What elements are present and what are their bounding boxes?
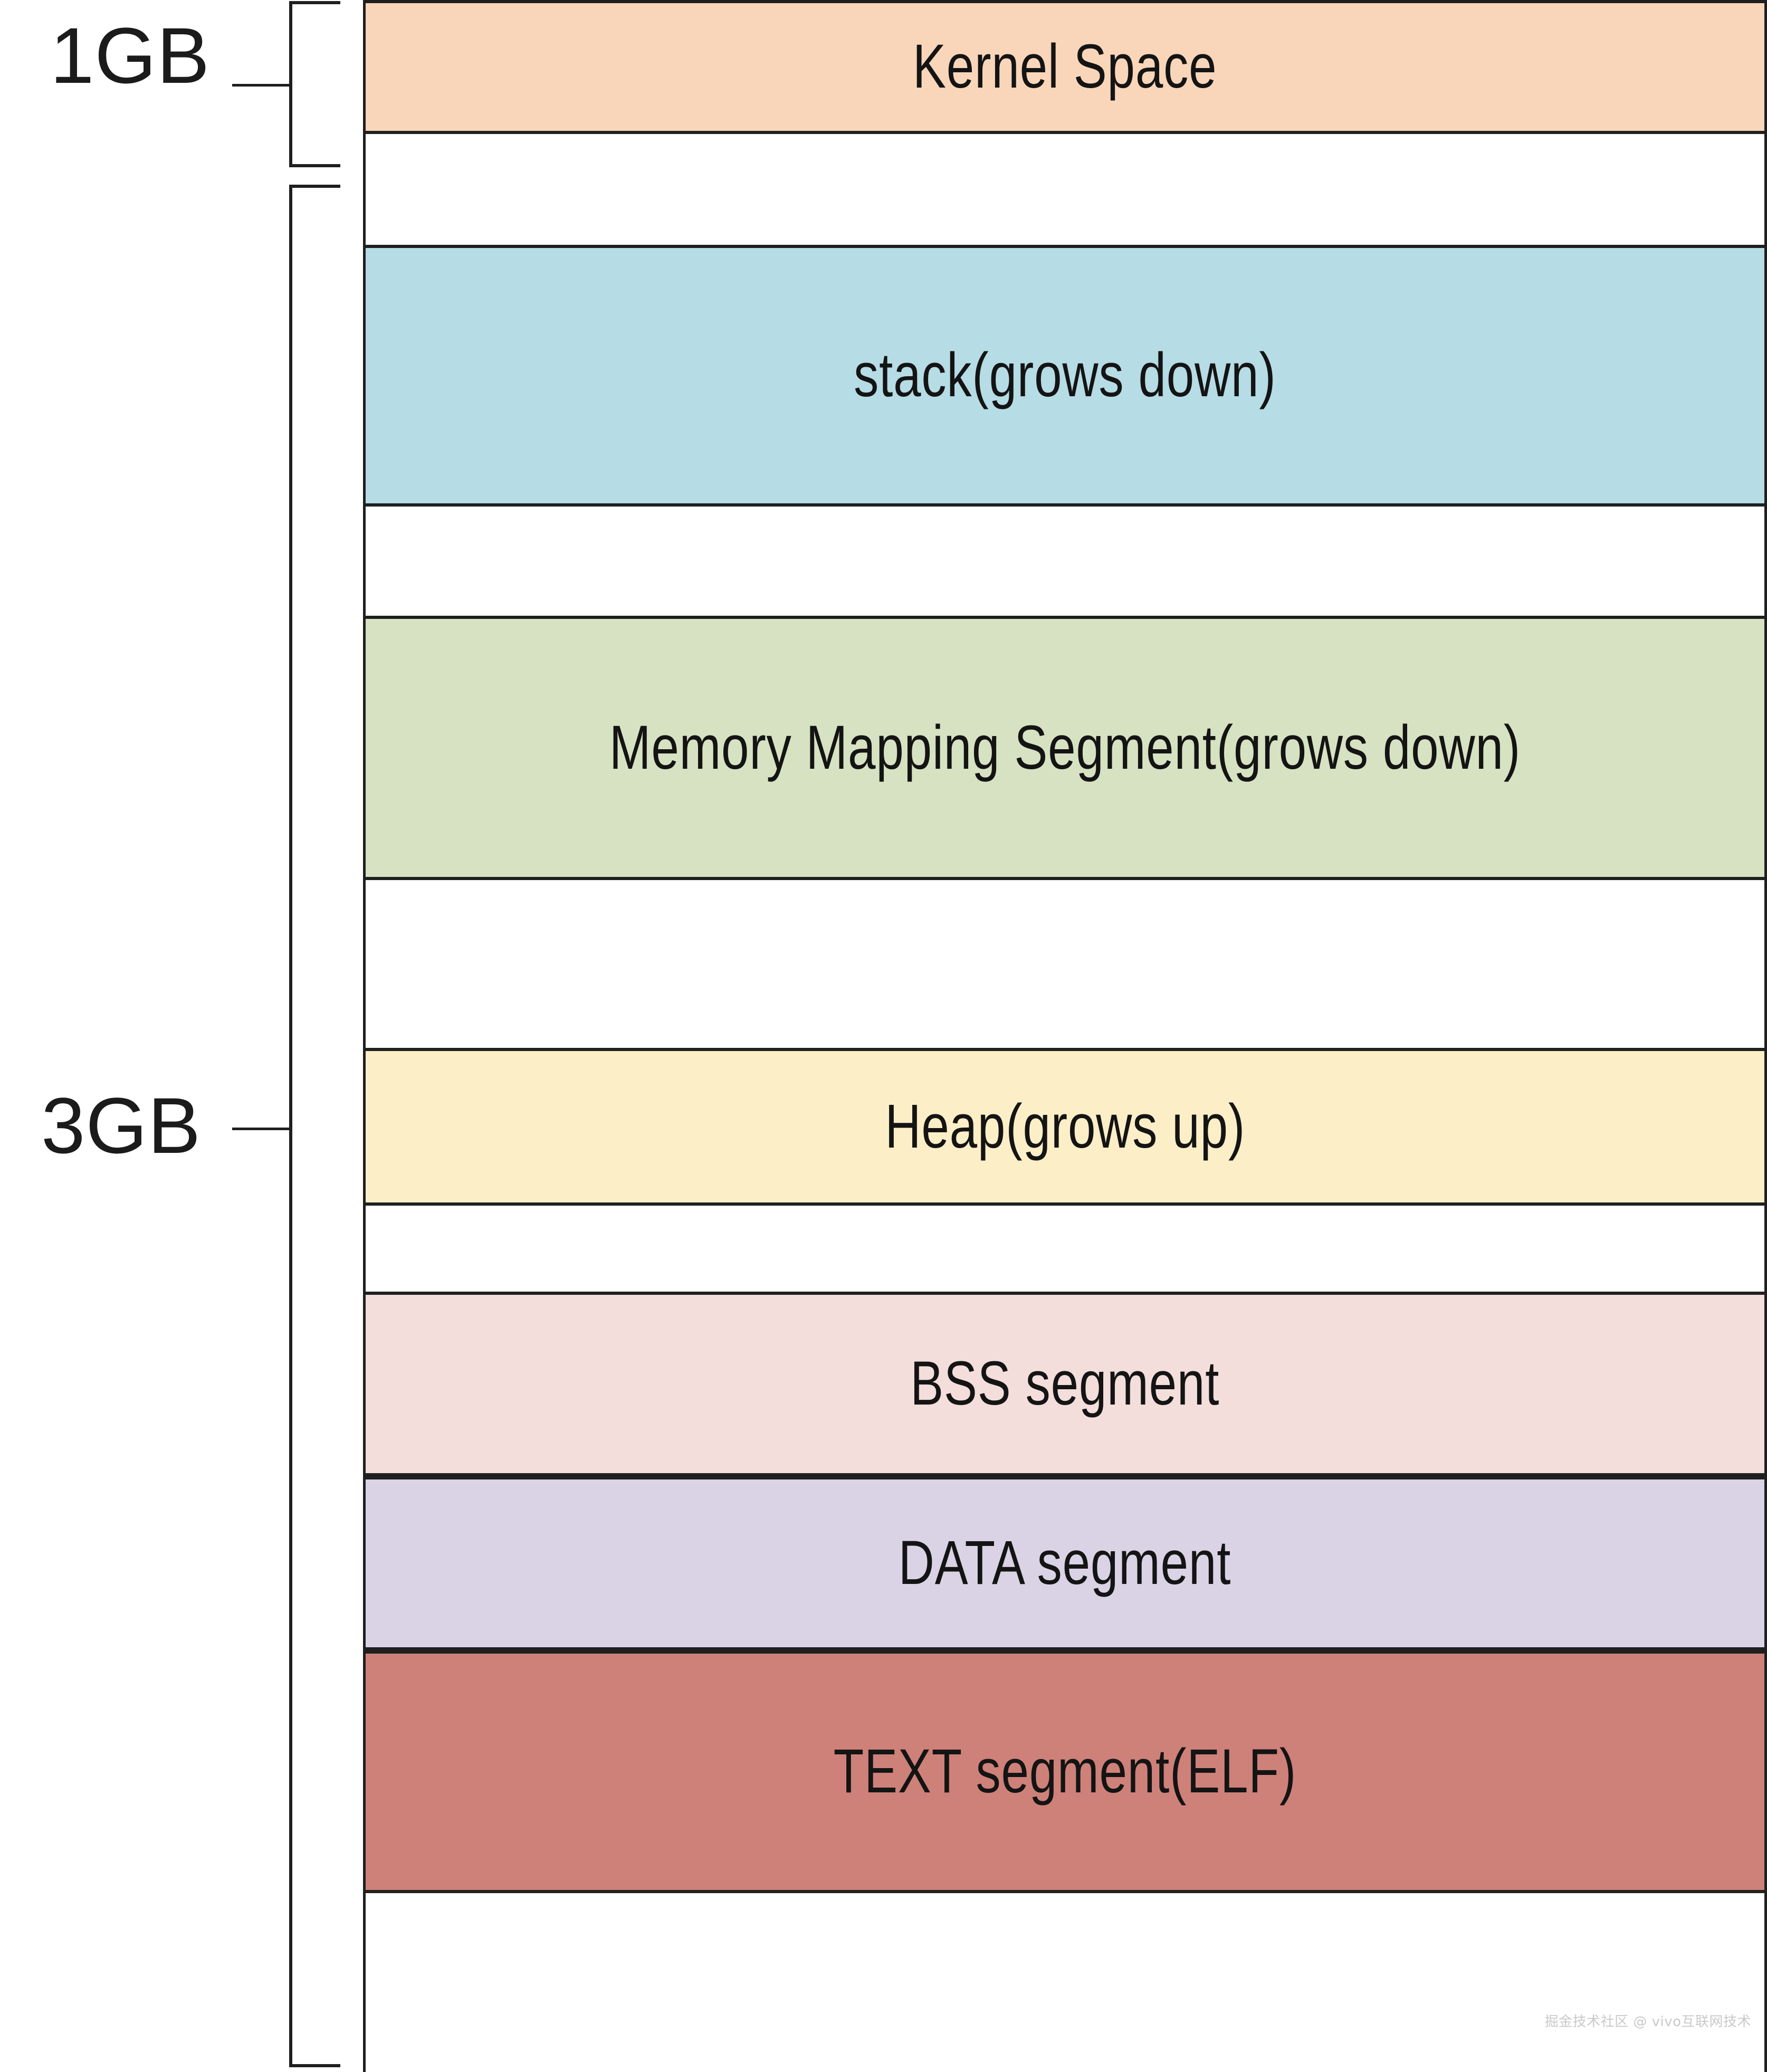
- memory-block-kernel-space: Kernel Space: [366, 0, 1764, 134]
- scale-label-3gb: 3GB: [41, 1081, 202, 1170]
- memory-column: Kernel Space stack(grows down) Memory Ma…: [363, 0, 1767, 2072]
- watermark: 掘金技术社区 @ vivo互联网技术: [1544, 2014, 1751, 2030]
- memory-block-text-segment: TEXT segment(ELF): [366, 1650, 1764, 1893]
- memory-block-label-stack: stack(grows down): [854, 340, 1276, 410]
- memory-block-label-bss-segment: BSS segment: [910, 1349, 1220, 1419]
- memory-block-stack: stack(grows down): [366, 245, 1764, 507]
- bracket-tick-3gb: [232, 1128, 290, 1130]
- bracket-3gb: [289, 185, 340, 2067]
- memory-block-heap: Heap(grows up): [366, 1048, 1764, 1206]
- memory-block-label-kernel-space: Kernel Space: [913, 32, 1217, 102]
- memory-block-label-data-segment: DATA segment: [899, 1528, 1231, 1598]
- memory-block-data-segment: DATA segment: [366, 1476, 1764, 1650]
- memory-block-label-memory-mapping-segment: Memory Mapping Segment(grows down): [609, 712, 1521, 782]
- scale-label-1gb: 1GB: [50, 11, 211, 100]
- memory-block-label-heap: Heap(grows up): [885, 1091, 1245, 1161]
- memory-block-memory-mapping-segment: Memory Mapping Segment(grows down): [366, 616, 1764, 880]
- memory-block-bss-segment: BSS segment: [366, 1292, 1764, 1476]
- bracket-1gb: [289, 1, 340, 167]
- memory-block-label-text-segment: TEXT segment(ELF): [833, 1736, 1297, 1807]
- bracket-tick-1gb: [232, 84, 290, 87]
